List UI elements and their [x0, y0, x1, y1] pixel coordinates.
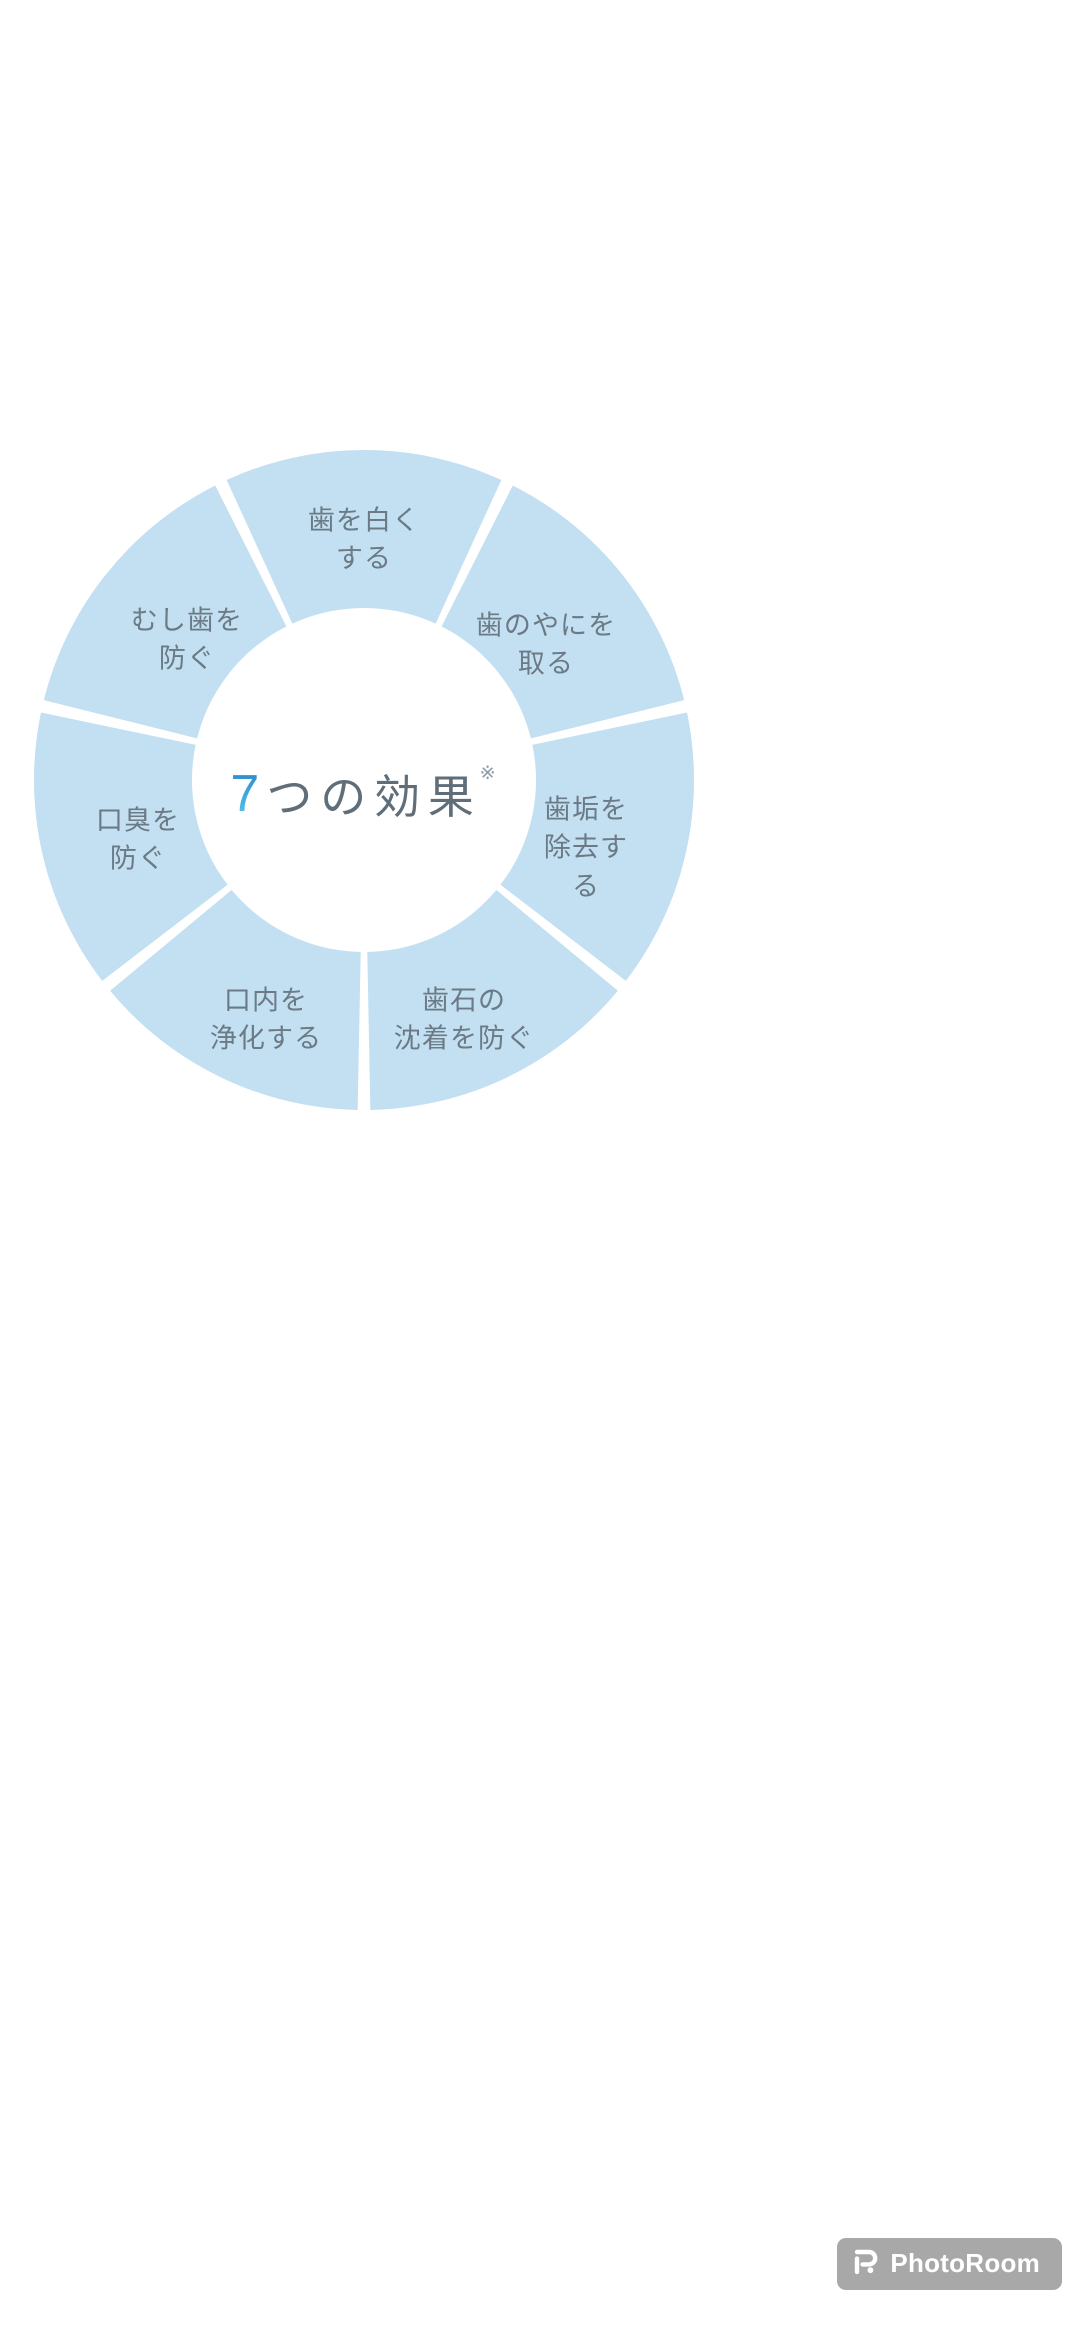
photoroom-watermark-label: PhotoRoom	[890, 2248, 1040, 2278]
photoroom-watermark: PhotoRoom	[837, 2238, 1062, 2290]
donut-slice	[34, 712, 228, 981]
donut-slice	[43, 485, 287, 739]
donut-slice	[441, 485, 685, 739]
donut-slice	[500, 712, 694, 981]
center-text: つの効果	[266, 771, 482, 823]
donut-center-hole	[192, 608, 536, 952]
donut-chart-svg	[34, 450, 694, 1110]
center-summary-label: 7 つの効果 ※	[230, 763, 497, 820]
donut-slice	[226, 450, 502, 624]
center-footnote-mark: ※	[479, 763, 496, 784]
seven-effects-donut-diagram: 歯を白く する歯のやにを 取る歯垢を 除去する歯石の 沈着を防ぐ口内を 浄化する…	[34, 450, 694, 1130]
donut-slice-group	[34, 450, 694, 1110]
center-number: 7	[230, 768, 266, 820]
photoroom-p-icon	[853, 2248, 879, 2281]
donut-slice	[367, 889, 618, 1110]
donut-slice	[110, 889, 361, 1110]
